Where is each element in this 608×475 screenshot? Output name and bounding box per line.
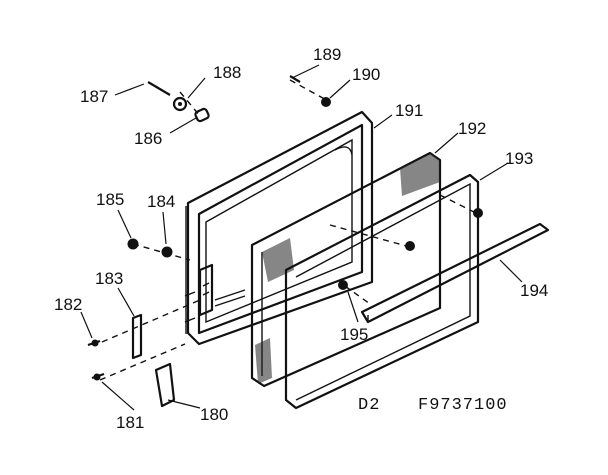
label-192: 192	[458, 119, 486, 138]
section-code: D2	[358, 396, 380, 415]
label-191: 191	[395, 101, 423, 120]
label-195: 195	[340, 325, 368, 344]
hinge-183-icon	[131, 313, 143, 360]
drawing-number: F9737100	[418, 396, 508, 415]
nut-195-icon	[338, 280, 348, 290]
label-193: 193	[505, 149, 533, 168]
door-liner-part-192	[250, 151, 442, 388]
label-184: 184	[147, 192, 175, 211]
label-194: 194	[520, 281, 548, 300]
nut-190-icon	[321, 97, 331, 107]
nut-center-icon	[405, 241, 415, 251]
label-180: 180	[200, 405, 228, 424]
label-187: 187	[80, 87, 108, 106]
nut-185-icon	[127, 238, 139, 250]
hardware-parts	[87, 75, 483, 408]
screw-187-icon	[147, 81, 171, 96]
part-labels: 187 188 186 189 190 191 192 193 194 195 …	[54, 45, 548, 432]
label-183: 183	[95, 269, 123, 288]
door-handle-part-194	[360, 222, 550, 324]
label-181: 181	[116, 413, 144, 432]
bushing-186-icon	[194, 107, 210, 123]
screw-189-icon	[289, 75, 301, 83]
label-188: 188	[213, 63, 241, 82]
label-190: 190	[352, 65, 380, 84]
nut-184-icon	[161, 246, 173, 258]
label-189: 189	[313, 45, 341, 64]
nut-193-icon	[473, 208, 483, 218]
outer-door-panel-part-193	[284, 173, 480, 410]
washer-188-icon	[172, 96, 188, 112]
assembly-lines	[99, 79, 479, 381]
door-frame-part-191	[184, 110, 374, 346]
label-185: 185	[96, 190, 124, 209]
leader-lines	[80, 64, 523, 411]
label-186: 186	[134, 129, 162, 148]
label-182: 182	[54, 295, 82, 314]
hinge-cover-180-icon	[154, 362, 176, 408]
